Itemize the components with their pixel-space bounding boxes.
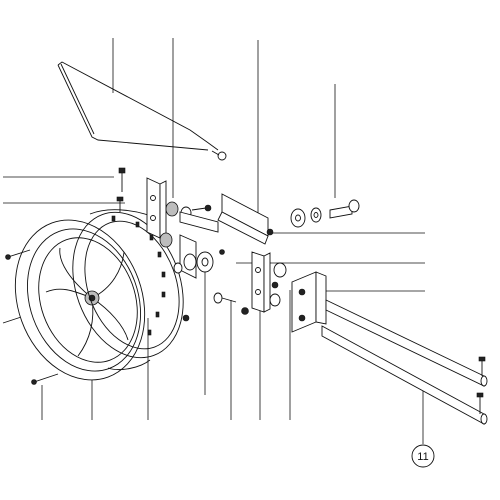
axle-bracket bbox=[291, 271, 327, 333]
callout-11: 11 bbox=[411, 444, 435, 468]
mounting-bracket bbox=[146, 177, 212, 239]
washer bbox=[290, 208, 306, 228]
clevis-pin bbox=[213, 292, 237, 304]
small-bolt bbox=[116, 196, 124, 212]
left-bolt bbox=[5, 249, 31, 260]
drum-nut bbox=[182, 314, 190, 322]
wheel-rim bbox=[14, 219, 146, 381]
side-bracket bbox=[251, 251, 287, 313]
axle-bolt bbox=[290, 199, 360, 228]
hex-nut bbox=[241, 307, 249, 315]
wire-guard bbox=[57, 61, 227, 161]
top-bolt bbox=[118, 167, 126, 192]
spacer bbox=[165, 201, 179, 217]
drum-holes bbox=[111, 215, 166, 336]
cover-plate bbox=[179, 193, 274, 245]
axle-rods bbox=[321, 299, 488, 425]
callout-circle bbox=[411, 444, 435, 468]
wire-guard-eyelet bbox=[217, 151, 227, 161]
lower-left-bolt bbox=[31, 373, 59, 385]
hub-assembly bbox=[159, 232, 225, 279]
callout-label: 11 bbox=[417, 451, 428, 463]
